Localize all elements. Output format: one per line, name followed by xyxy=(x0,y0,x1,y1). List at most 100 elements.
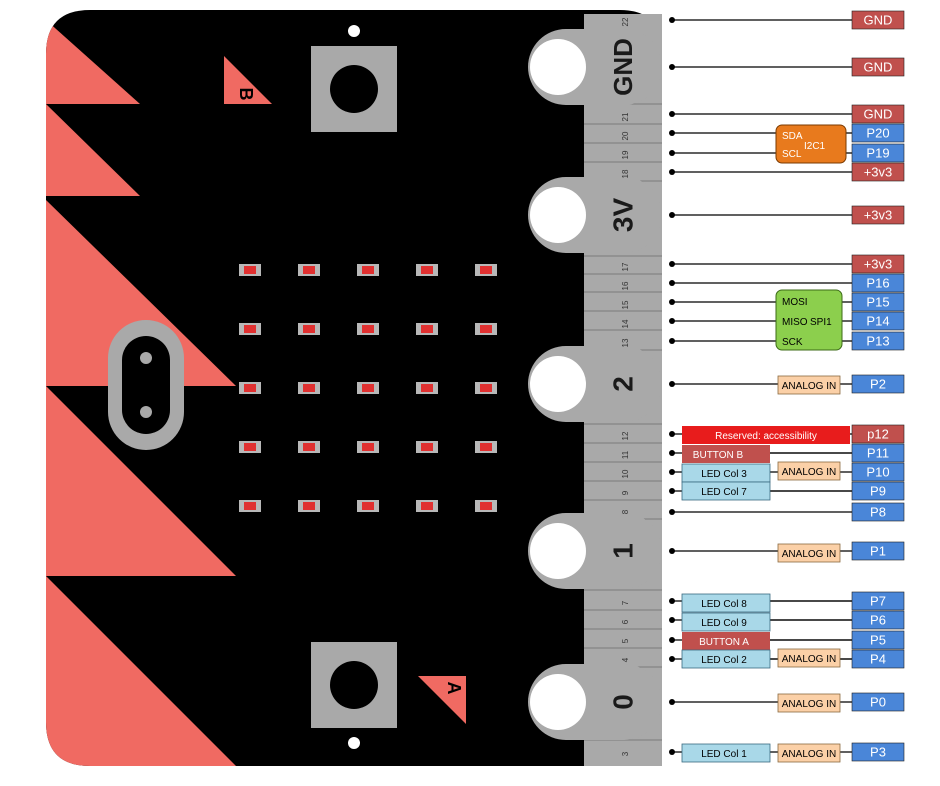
i2c-scl-label: SCL xyxy=(782,149,802,160)
led xyxy=(475,500,497,512)
big-pad[interactable]: 2 xyxy=(528,346,662,422)
pin-label: GND xyxy=(851,104,905,124)
pin-label-box xyxy=(851,610,905,630)
button-b-cap xyxy=(330,65,378,113)
accent-triangle xyxy=(46,576,236,766)
pin-label: GND xyxy=(851,10,905,30)
pin-label: P6 xyxy=(851,610,905,630)
pin-number: 6 xyxy=(621,619,630,624)
led xyxy=(357,382,379,394)
pin-number: 21 xyxy=(621,112,630,121)
big-pad-hole xyxy=(530,356,586,412)
pin-number: 7 xyxy=(621,600,630,605)
pin-label-box xyxy=(851,57,905,77)
pin-label: P20 xyxy=(851,123,905,143)
big-pad-label: 3V xyxy=(607,198,638,233)
pin-label: P19 xyxy=(851,143,905,163)
led-die xyxy=(362,384,374,392)
pin-number: 20 xyxy=(621,131,630,140)
led-die xyxy=(421,325,433,333)
button-a-dot xyxy=(348,737,360,749)
pin-label-box xyxy=(851,273,905,293)
pin-label: P0 xyxy=(851,692,905,712)
big-pad-label: GND xyxy=(608,38,638,96)
pin-number: 4 xyxy=(621,657,630,662)
button-b[interactable] xyxy=(311,25,397,132)
pin-label: +3v3 xyxy=(851,162,905,182)
pin-label-box xyxy=(851,205,905,225)
big-pad[interactable]: GND xyxy=(528,29,662,105)
led-col-7-tag: LED Col 7 xyxy=(701,487,747,498)
led xyxy=(357,264,379,276)
button-a[interactable] xyxy=(311,642,397,749)
pin-label-text: P11 xyxy=(867,446,889,461)
pin-label: P14 xyxy=(851,311,905,331)
led xyxy=(357,441,379,453)
pin-label-text: P3 xyxy=(870,745,886,760)
accent-triangle xyxy=(46,104,140,196)
pin-label: P15 xyxy=(851,292,905,312)
accent-triangle xyxy=(46,200,236,386)
led-die xyxy=(244,443,256,451)
pin-label-box xyxy=(851,591,905,611)
led xyxy=(239,382,261,394)
pin-label: P2 xyxy=(851,374,905,394)
led xyxy=(416,264,438,276)
big-pad[interactable]: 1 xyxy=(528,513,662,589)
led xyxy=(239,264,261,276)
led-die xyxy=(244,325,256,333)
led-col-3-tag: LED Col 3 xyxy=(701,469,747,480)
pin-label-text: P19 xyxy=(866,146,889,161)
big-pad[interactable]: 0 xyxy=(528,664,662,740)
pin-label-box xyxy=(851,541,905,561)
big-pad-label: 1 xyxy=(607,543,638,559)
mounting-hole-dot xyxy=(140,406,152,418)
led xyxy=(239,441,261,453)
pin-label-box xyxy=(851,162,905,182)
pin-number: 16 xyxy=(621,281,630,290)
pin-number: 9 xyxy=(621,490,630,495)
button-a-cap xyxy=(330,661,378,709)
led-die xyxy=(303,443,315,451)
pin-label-box xyxy=(851,462,905,482)
spi-mosi-label: MOSI xyxy=(782,297,808,308)
analog-in-tag: ANALOG IN xyxy=(782,699,836,710)
led-die xyxy=(480,502,492,510)
pin-label: P3 xyxy=(851,742,905,762)
mounting-hole-dot xyxy=(140,352,152,364)
led xyxy=(357,500,379,512)
led-die xyxy=(362,325,374,333)
led-die xyxy=(244,266,256,274)
pin-label-box xyxy=(851,630,905,650)
pin-label: P8 xyxy=(851,502,905,522)
led-matrix xyxy=(239,264,497,512)
pin-label-text: +3v3 xyxy=(864,257,893,272)
pin-label: P4 xyxy=(851,649,905,669)
led xyxy=(475,382,497,394)
pin-label-text: p12 xyxy=(867,427,889,442)
led-die xyxy=(480,384,492,392)
pin-label-text: P10 xyxy=(866,465,889,480)
led-die xyxy=(362,266,374,274)
pin-label-box xyxy=(851,311,905,331)
i2c-sda-label: SDA xyxy=(782,131,803,142)
pin-label-text: GND xyxy=(864,60,893,75)
spi-name: SPI1 xyxy=(810,317,832,328)
pin-label-box xyxy=(851,254,905,274)
pin-label: +3v3 xyxy=(851,254,905,274)
big-pad[interactable]: 3V xyxy=(528,177,662,253)
pin-number: 17 xyxy=(621,262,630,271)
led xyxy=(298,323,320,335)
i2c-group: SDA SCL I2C1 xyxy=(775,124,847,164)
pin-number: 18 xyxy=(621,169,630,178)
function-tags: ANALOG IN Reserved: accessibility BUTTON… xyxy=(681,375,850,763)
pin-label-text: P20 xyxy=(866,126,889,141)
pin-label: P5 xyxy=(851,630,905,650)
pin-label-box xyxy=(851,481,905,501)
led-col-1-tag: LED Col 1 xyxy=(701,749,747,760)
button-a-triangle xyxy=(418,676,466,724)
button-b-dot xyxy=(348,25,360,37)
pin-number: 11 xyxy=(621,450,630,459)
led-die xyxy=(303,502,315,510)
